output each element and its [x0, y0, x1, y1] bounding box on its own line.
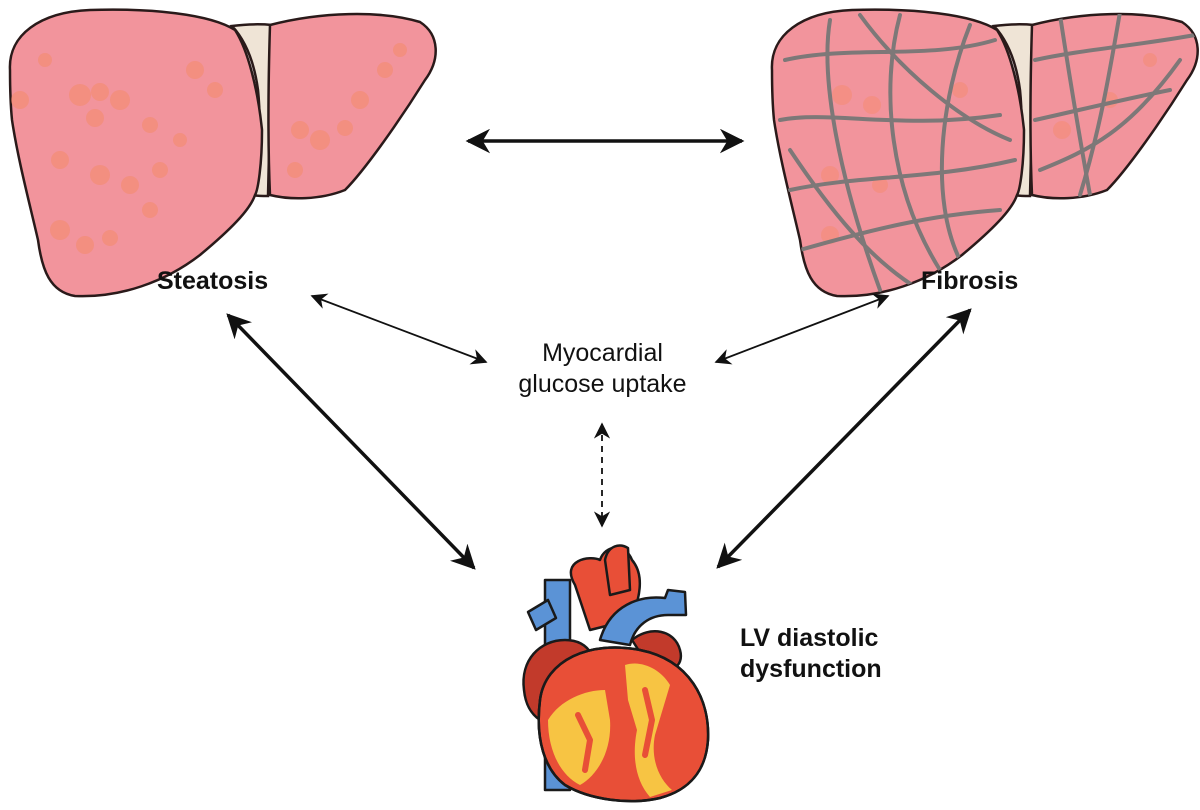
- heart-icon: [522, 544, 710, 803]
- arrow-steatosis-lv: [226, 313, 476, 570]
- arrow-fibrosis-lv: [716, 308, 972, 569]
- liver-steatosis-icon: [8, 8, 437, 298]
- arrow-steatosis-glucose: [310, 293, 488, 365]
- label-lv-line-2: dysfunction: [740, 654, 882, 683]
- label-lv-line-1: LV diastolic: [740, 624, 879, 652]
- label-fibrosis-text: Fibrosis: [921, 267, 1019, 295]
- label-myocardial-glucose-uptake: Myocardial glucose uptake: [470, 338, 735, 399]
- label-lv-diastolic-dysfunction: LV diastolic dysfunction: [740, 623, 882, 684]
- label-steatosis-text: Steatosis: [157, 267, 269, 295]
- label-steatosis: Steatosis: [157, 266, 268, 297]
- label-fibrosis: Fibrosis: [921, 266, 1018, 297]
- label-glucose-line-1: Myocardial: [542, 339, 663, 367]
- arrow-fibrosis-glucose: [714, 293, 890, 365]
- liver-fibrosis-icon: [770, 8, 1199, 298]
- label-glucose-line-2: glucose uptake: [518, 369, 687, 398]
